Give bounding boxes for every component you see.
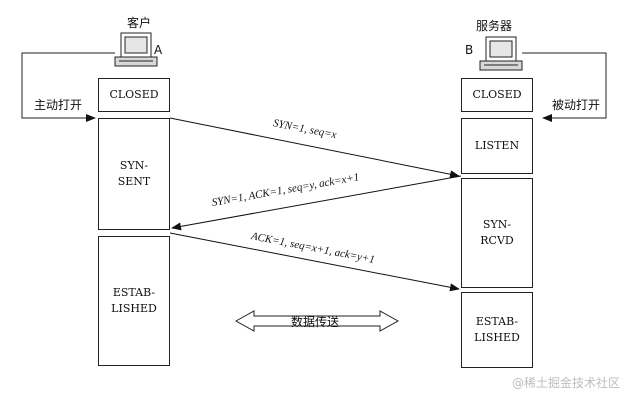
passive-open-label: 被动打开 xyxy=(552,98,601,112)
server-letter: B xyxy=(465,43,474,57)
server-state-established: ESTAB- LISHED xyxy=(461,292,533,368)
syn-ack-arrow xyxy=(171,175,462,231)
watermark: @稀土掘金技术社区 xyxy=(512,376,621,390)
ack-arrow xyxy=(169,232,460,292)
server-title: 服务器 xyxy=(476,19,513,33)
client-title: 客户 xyxy=(127,16,152,30)
data-transfer-arrow xyxy=(234,310,400,332)
client-state-closed: CLOSED xyxy=(98,78,170,112)
client-letter: A xyxy=(154,43,163,57)
active-open-arrow xyxy=(21,52,115,122)
client-computer-icon xyxy=(114,32,158,67)
syn-arrow xyxy=(169,117,460,179)
data-transfer-label: 数据传送 xyxy=(291,315,340,329)
client-state-established: ESTAB- LISHED xyxy=(98,236,170,366)
active-open-label: 主动打开 xyxy=(34,98,83,112)
passive-open-arrow xyxy=(522,52,607,122)
server-computer-icon xyxy=(479,36,523,71)
server-state-listen: LISTEN xyxy=(461,118,533,174)
server-state-closed: CLOSED xyxy=(461,78,533,112)
server-state-syn-rcvd: SYN- RCVD xyxy=(461,178,533,288)
client-state-syn-sent: SYN- SENT xyxy=(98,118,170,230)
